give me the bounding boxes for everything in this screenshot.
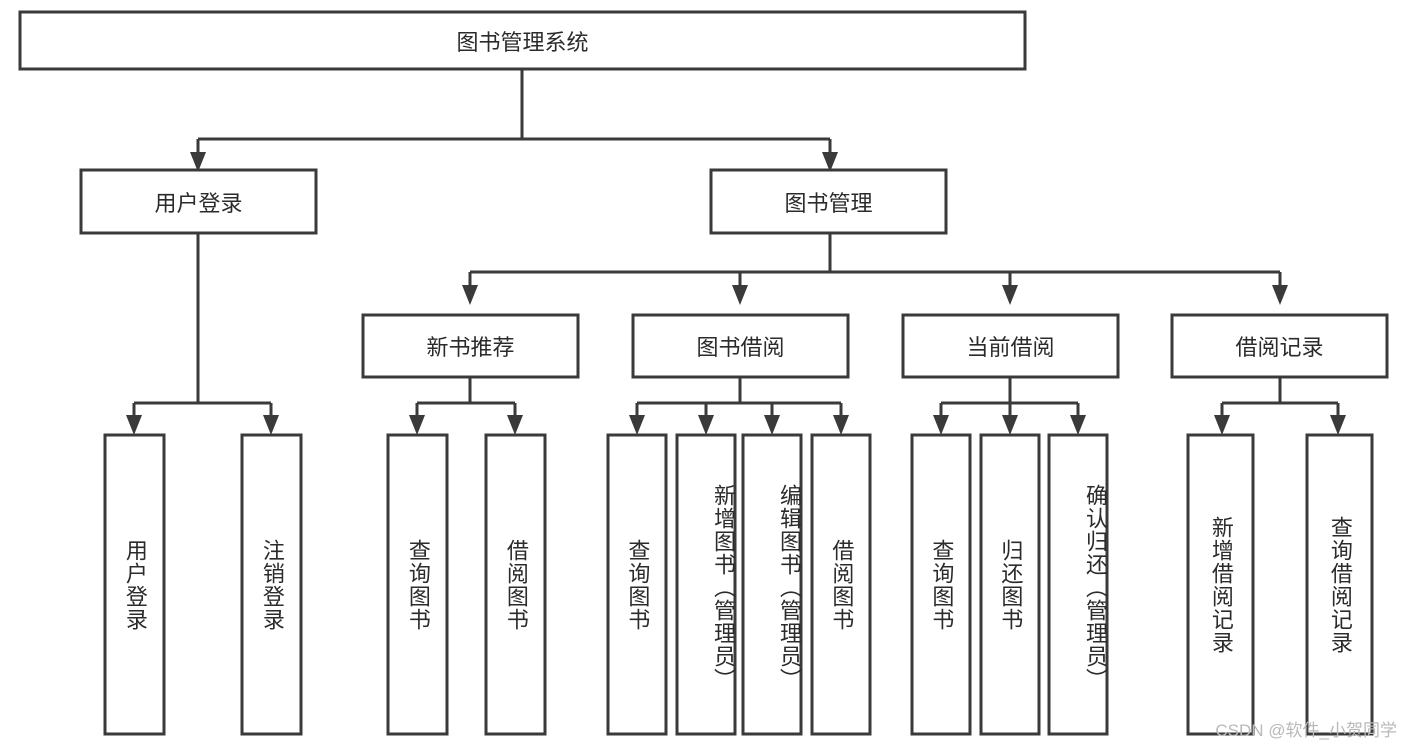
node-book-management[interactable] [709, 168, 948, 235]
arrow-head-icon [732, 285, 748, 305]
node-book-borrow[interactable] [631, 313, 850, 379]
node-user-login[interactable] [79, 168, 318, 235]
arrow-head-icon [462, 285, 478, 305]
node-root-book-management-system[interactable] [18, 10, 1027, 71]
node-leaf-user-login[interactable] [103, 433, 166, 736]
node-current-borrow[interactable] [901, 313, 1120, 379]
arrow-head-icon [1002, 285, 1018, 305]
arrow-head-icon [764, 415, 780, 435]
node-leaf-confirm-return-admin[interactable] [1047, 433, 1109, 736]
arrow-head-icon [1070, 415, 1086, 435]
arrow-head-icon [1214, 415, 1230, 435]
arrow-head-icon [409, 415, 425, 435]
node-leaf-add-book-admin[interactable] [675, 433, 737, 736]
connector-book-mgmt-to-level3 [462, 233, 1288, 305]
arrow-head-icon [822, 152, 838, 172]
connector-book-borrow-to-leaves [629, 377, 849, 435]
node-leaf-return-book[interactable] [979, 433, 1041, 736]
connector-borrow-record-to-leaves [1214, 377, 1346, 435]
arrow-head-icon [1002, 415, 1018, 435]
arrow-head-icon [833, 415, 849, 435]
arrow-head-icon [629, 415, 645, 435]
node-leaf-query-book-2[interactable] [606, 433, 668, 736]
arrow-head-icon [507, 415, 523, 435]
arrow-head-icon [1330, 415, 1346, 435]
node-leaf-borrow-book-2[interactable] [810, 433, 872, 736]
arrow-head-icon [933, 415, 949, 435]
node-new-book-recommend[interactable] [361, 313, 580, 379]
connector-new-book-to-leaves [409, 377, 523, 435]
arrow-head-icon [126, 415, 142, 435]
node-leaf-query-borrow-record[interactable] [1305, 433, 1374, 736]
connector-user-login-to-leaves [126, 233, 279, 435]
node-leaf-add-borrow-record[interactable] [1186, 433, 1255, 736]
node-leaf-edit-book-admin[interactable] [741, 433, 803, 736]
node-leaf-logout[interactable] [240, 433, 303, 736]
arrow-head-icon [698, 415, 714, 435]
arrow-head-icon [263, 415, 279, 435]
connector-root-to-level2 [190, 69, 838, 172]
connector-current-borrow-to-leaves [933, 377, 1086, 435]
node-leaf-borrow-book-1[interactable] [484, 433, 547, 736]
node-leaf-query-book-1[interactable] [386, 433, 449, 736]
arrow-head-icon [190, 152, 206, 172]
node-borrow-record[interactable] [1170, 313, 1389, 379]
node-leaf-query-book-3[interactable] [910, 433, 972, 736]
arrow-head-icon [1272, 285, 1288, 305]
